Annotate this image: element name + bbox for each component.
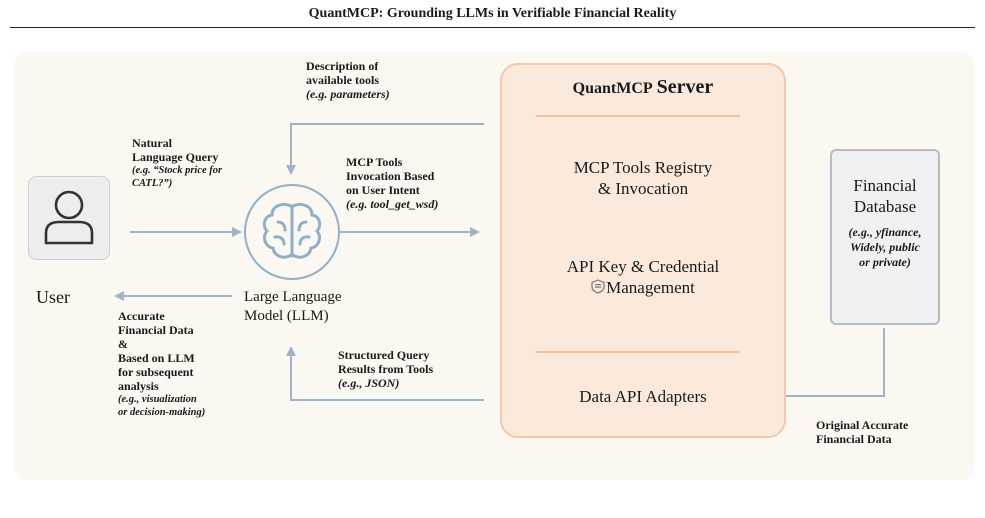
- api-key-line2: Management: [606, 278, 695, 297]
- arrow-results-to-llm: [286, 346, 484, 401]
- user-label: User: [36, 287, 70, 307]
- tools-desc-line2: available tools: [306, 73, 380, 87]
- tools-desc-line1: Description of: [306, 59, 379, 73]
- server-divider-top: [536, 115, 740, 117]
- title-rule: [10, 27, 975, 28]
- server-divider-bottom: [536, 351, 740, 353]
- financial-database: [830, 149, 940, 325]
- mcp-invocation-line2: Invocation Based: [346, 169, 435, 183]
- accurate-line5: for subsequent: [118, 365, 194, 379]
- user-icon-box: [28, 176, 110, 260]
- label-accurate-financial-data: Accurate Financial Data & Based on LLM f…: [118, 309, 205, 419]
- nl-query-example-line2: CATL?”): [132, 178, 173, 189]
- api-key-management: API Key & Credential Management: [500, 256, 786, 298]
- tools-registry-line1: MCP Tools Registry: [573, 158, 713, 177]
- nl-query-line1: Natural: [132, 136, 172, 150]
- accurate-line2: Financial Data: [118, 323, 194, 337]
- accurate-example-line2: or decision-making): [118, 407, 206, 418]
- database-example-line2: Widely, public: [850, 240, 920, 254]
- label-original-financial-data: Original Accurate Financial Data: [816, 418, 908, 446]
- server-title-prefix: QuantMCP: [572, 80, 653, 97]
- nl-query-example-line1: (e.g. “Stock price for: [132, 165, 223, 176]
- arrow-tools-description: [286, 123, 484, 175]
- original-line2: Financial Data: [816, 432, 892, 446]
- accurate-line6: analysis: [118, 379, 159, 393]
- database-title-line1: Financial: [853, 176, 917, 195]
- api-key-line1: API Key & Credential: [566, 257, 720, 276]
- diagram-panel: [14, 52, 975, 480]
- accurate-line3: &: [118, 337, 128, 351]
- database-example-line3: or private): [859, 255, 911, 269]
- brain-icon: [244, 184, 340, 280]
- structured-line2: Results from Tools: [338, 362, 434, 376]
- quantmcp-server: [500, 63, 786, 438]
- database-examples: (e.g., yfinance, Widely, public or priva…: [830, 225, 940, 270]
- user-icon: [44, 190, 94, 245]
- llm-label-line1: Large Language: [244, 289, 342, 305]
- arrow-db-to-adapters: [752, 328, 885, 401]
- tools-desc-example: (e.g. parameters): [306, 87, 390, 101]
- accurate-example-line1: (e.g., visualization: [118, 394, 197, 405]
- api-key-line2-row: Management: [500, 277, 786, 298]
- label-structured-results: Structured Query Results from Tools (e.g…: [338, 348, 433, 390]
- label-mcp-invocation: MCP Tools Invocation Based on User Inten…: [346, 155, 438, 211]
- shield-icon: [591, 279, 605, 294]
- server-title-suffix: Server: [656, 76, 714, 98]
- database-title-line2: Database: [853, 197, 917, 216]
- llm-label: Large Language Model (LLM): [244, 288, 342, 326]
- label-tools-description: Description of available tools (e.g. par…: [306, 59, 390, 101]
- mcp-invocation-line3: on User Intent: [346, 183, 420, 197]
- tools-registry-line2: & Invocation: [597, 179, 689, 198]
- figure-title: QuantMCP: Grounding LLMs in Verifiable F…: [308, 6, 677, 21]
- nl-query-line2: Language Query: [132, 150, 219, 164]
- structured-example: (e.g., JSON): [338, 376, 400, 390]
- original-line1: Original Accurate: [816, 418, 909, 432]
- llm-node: [242, 182, 342, 282]
- tools-registry: MCP Tools Registry & Invocation: [500, 157, 786, 199]
- mcp-invocation-line1: MCP Tools: [346, 155, 403, 169]
- database-title: Financial Database: [830, 175, 940, 217]
- llm-label-line2: Model (LLM): [244, 308, 329, 324]
- data-api-adapters: Data API Adapters: [579, 387, 707, 406]
- accurate-line4: Based on LLM: [118, 351, 195, 365]
- database-example-line1: (e.g., yfinance,: [848, 225, 922, 239]
- server-title: QuantMCP Server: [500, 76, 786, 99]
- accurate-line1: Accurate: [118, 309, 165, 323]
- mcp-invocation-example: (e.g. tool_get_wsd): [346, 197, 439, 211]
- label-natural-language-query: Natural Language Query (e.g. “Stock pric…: [132, 136, 222, 190]
- structured-line1: Structured Query: [338, 348, 430, 362]
